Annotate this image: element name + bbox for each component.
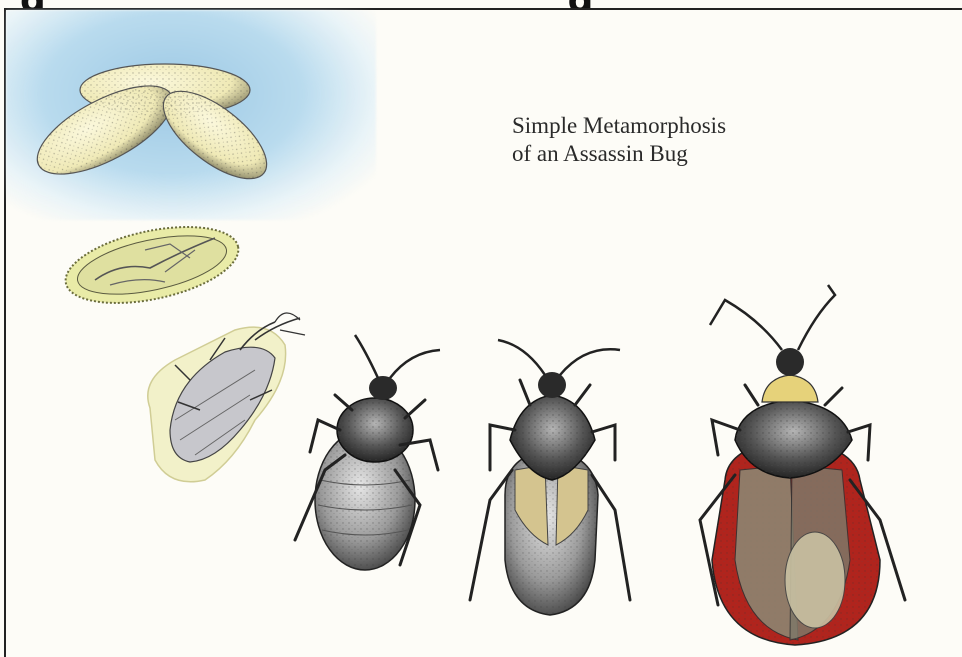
first-instar-nymph	[148, 313, 305, 482]
late-nymph	[470, 340, 630, 615]
early-nymph	[295, 335, 440, 570]
eggs	[25, 64, 281, 194]
adult-assassin-bug	[700, 285, 905, 645]
embryo-egg	[59, 213, 245, 316]
